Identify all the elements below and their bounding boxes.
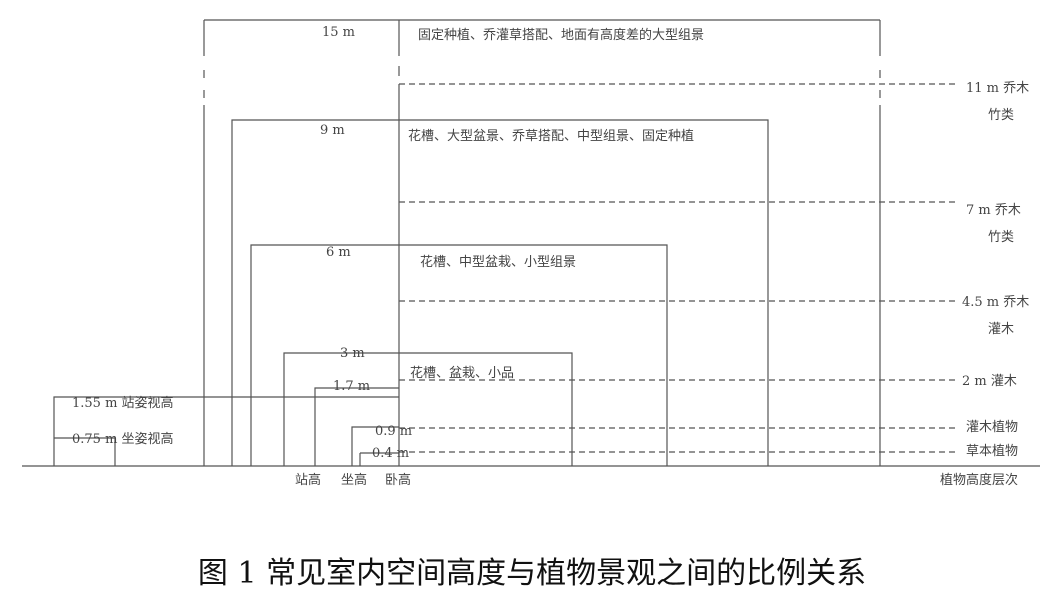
space-6m-frame: [250, 244, 668, 466]
space-9m-label: 9 m: [320, 123, 345, 138]
plant-level-4-5m-sub: 灌木: [988, 322, 1014, 337]
sight-line-sitting: [54, 437, 116, 466]
figure-caption: 图 1 常见室内空间高度与植物景观之间的比例关系: [197, 556, 867, 591]
space-1-7m-label: 1.7 m: [333, 379, 370, 394]
space-3m-frame: [283, 352, 573, 466]
plant-level-7m-sub: 竹类: [988, 230, 1014, 245]
posture-standing: 站高: [295, 472, 321, 488]
posture-sitting: 坐高: [341, 472, 367, 488]
sight-line-sitting-label: 0.75 m 坐姿视高: [72, 431, 174, 447]
space-6m-content: 花槽、中型盆栽、小型组景: [420, 254, 576, 270]
plant-level-7m-label: 7 m 乔木: [966, 203, 1021, 218]
space-0-9m-label: 0.9 m: [375, 424, 412, 439]
plant-level-shrub-label: 灌木植物: [966, 420, 1018, 435]
sight-line-standing: [53, 396, 399, 466]
axis-label: 植物高度层次: [940, 472, 1018, 488]
plant-level-2m-label: 2 m 灌木: [962, 374, 1017, 389]
proportion-diagram: 15 m 固定种植、乔灌草搭配、地面有高度差的大型组景 9 m 花槽、大型盆景、…: [22, 19, 1040, 488]
space-15m-frame: [203, 19, 881, 466]
plant-level-4-5m-label: 4.5 m 乔木: [962, 295, 1029, 310]
space-1-7m-frame: [314, 387, 399, 466]
space-6m-label: 6 m: [326, 245, 351, 260]
space-9m-frame: [231, 119, 769, 466]
plant-level-herb-label: 草本植物: [966, 444, 1018, 459]
plant-level-lines: [399, 83, 958, 453]
plant-level-11m-label: 11 m 乔木: [966, 81, 1029, 96]
space-9m-content: 花槽、大型盆景、乔草搭配、中型组景、固定种植: [408, 128, 694, 144]
sight-line-standing-label: 1.55 m 站姿视高: [72, 395, 174, 411]
space-3m-content: 花槽、盆栽、小品: [410, 365, 514, 381]
space-15m-label: 15 m: [322, 25, 355, 40]
space-15m-content: 固定种植、乔灌草搭配、地面有高度差的大型组景: [418, 27, 704, 43]
space-0-9m-frame: [351, 426, 399, 466]
space-0-4m-label: 0.4 m: [372, 446, 409, 461]
plant-level-11m-sub: 竹类: [988, 108, 1014, 123]
space-3m-label: 3 m: [340, 346, 365, 361]
posture-lying: 卧高: [385, 472, 411, 488]
